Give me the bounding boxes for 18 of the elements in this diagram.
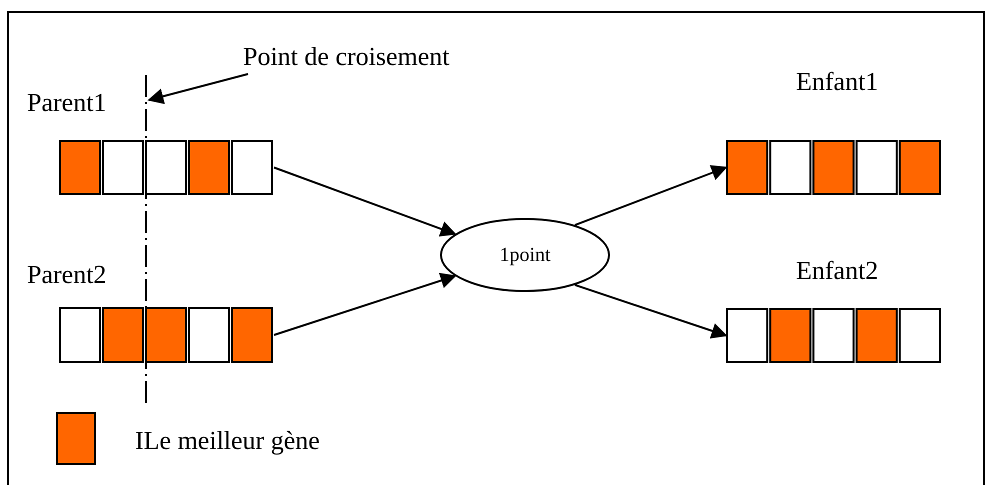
- chromosome-bar: [726, 308, 942, 363]
- chromosome-bar: [59, 307, 274, 363]
- chromosome-label: Parent2: [27, 262, 106, 288]
- chromosome-label: Enfant2: [796, 258, 878, 284]
- arrow: [274, 272, 457, 336]
- annotation-text: Point de croisement: [243, 44, 450, 70]
- leader-arrow: [147, 73, 248, 104]
- operator-ellipse: [440, 218, 610, 292]
- chromosome-label: Enfant1: [796, 69, 878, 95]
- chromosome-bar: [726, 140, 942, 195]
- arrow: [574, 284, 728, 339]
- operator-label: 1point: [499, 244, 551, 266]
- chromosome-label: Parent1: [27, 90, 106, 116]
- crossover-line: [143, 75, 149, 405]
- legend-label: ILe meilleur gène: [135, 428, 320, 454]
- arrow: [574, 165, 728, 226]
- arrow: [274, 166, 457, 237]
- chromosome-bar: [59, 140, 274, 195]
